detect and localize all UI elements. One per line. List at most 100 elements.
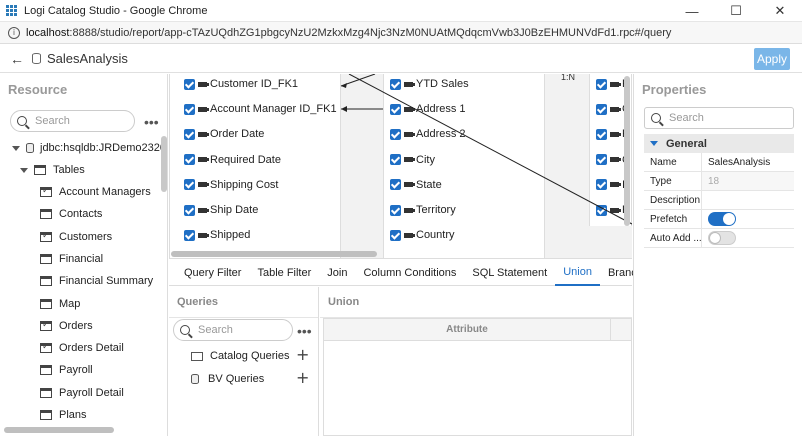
queries-search-input[interactable]: Search [173,319,293,341]
app-grid-icon [6,4,18,17]
collapse-caret-icon[interactable] [650,141,658,146]
key-icon [610,182,621,188]
name-value[interactable]: SalesAnalysis [708,156,771,168]
table-icon [40,298,52,309]
checkbox-checked[interactable] [596,179,607,191]
table-item[interactable]: Contacts [40,204,102,224]
queries-more-icon[interactable]: ••• [297,323,312,339]
checkbox-checked[interactable] [184,78,195,90]
checkbox-checked[interactable] [184,128,195,140]
field-row[interactable]: Shipping Cost [184,176,279,194]
checkbox-checked[interactable] [184,179,195,191]
field-row[interactable]: Address 1 [390,100,466,118]
resource-more-icon[interactable]: ••• [144,114,159,130]
table-item[interactable]: Payroll Detail [40,383,124,403]
checkbox-checked[interactable] [390,154,401,166]
resource-horizontal-scrollbar[interactable] [4,427,114,433]
property-row-name: Name SalesAnalysis [644,153,794,172]
tab-column-conditions[interactable]: Column Conditions [363,266,457,279]
field-row[interactable]: Country [390,226,455,244]
key-icon [404,207,415,213]
checkbox-checked[interactable] [390,179,401,191]
checkbox-checked[interactable] [596,128,607,140]
checkbox-checked[interactable] [184,154,195,166]
field-row[interactable]: Ship Date [184,201,258,219]
address-bar[interactable]: i localhost:8888/studio/report/app-cTAzU… [0,22,802,44]
checkbox-checked[interactable] [184,204,195,216]
checkbox-checked[interactable] [596,204,607,216]
field-row[interactable]: City [390,151,435,169]
table-item[interactable]: Customers [40,227,112,247]
key-icon [610,207,621,213]
checkbox-checked[interactable] [390,204,401,216]
checkbox-checked[interactable] [596,78,607,90]
general-group-header[interactable]: General [644,134,794,153]
checkbox-checked[interactable] [390,128,401,140]
close-button[interactable]: ✕ [774,3,786,18]
properties-title: Properties [642,82,707,97]
tab-join[interactable]: Join [327,266,348,279]
auto-add-toggle[interactable] [708,231,736,245]
properties-panel: Properties Search General Name SalesAnal… [633,74,802,436]
resource-vertical-scrollbar[interactable] [161,136,167,192]
field-row[interactable]: Order Date [184,125,264,143]
properties-search-input[interactable]: Search [644,107,794,129]
expand-caret-icon[interactable] [12,145,20,151]
tab-table-filter[interactable]: Table Filter [257,266,312,279]
field-row[interactable]: Shipped [184,226,250,244]
table-item[interactable]: Map [40,294,80,314]
expand-caret-icon[interactable] [20,167,28,173]
catalog-queries-item[interactable]: Catalog Queries [191,346,290,366]
tab-sql-statement[interactable]: SQL Statement [472,266,548,279]
tab-union[interactable]: Union [555,260,600,286]
checkbox-checked[interactable] [184,103,195,115]
bv-queries-item[interactable]: BV Queries [191,369,264,389]
url-text[interactable]: localhost:8888/studio/report/app-cTAzUQd… [26,26,672,39]
table-item[interactable]: Orders Detail [40,338,124,358]
checkbox-checked[interactable] [390,103,401,115]
back-arrow-icon[interactable]: ← [10,50,24,67]
field-row[interactable]: Account Manager ID_FK1 [184,100,337,118]
field-row[interactable]: Territory [390,201,456,219]
minimize-button[interactable]: — [685,3,699,19]
checkbox-checked[interactable] [596,154,607,166]
checkbox-checked[interactable] [596,103,607,115]
table-item[interactable]: Plans [40,405,87,425]
checkbox-checked[interactable] [184,229,195,241]
field-row[interactable]: State [390,176,442,194]
table-item[interactable]: Financial Summary [40,271,153,291]
checkbox-checked[interactable] [390,229,401,241]
queries-title: Queries [169,287,318,318]
field-row[interactable]: Customer ID_FK1 [184,75,298,93]
diagram-horizontal-scrollbar[interactable] [171,251,377,257]
apply-button[interactable]: Apply [754,48,790,70]
diagram-vertical-scrollbar[interactable] [624,76,630,226]
report-name: SalesAnalysis [47,51,128,66]
app-header: ← SalesAnalysis Apply [0,45,802,73]
key-icon [198,232,209,238]
tab-query-filter[interactable]: Query Filter [184,266,242,279]
tables-node[interactable]: Tables [20,160,85,180]
resource-title: Resource [8,82,68,97]
table-item[interactable]: Account Managers [40,182,151,202]
add-catalog-query-icon[interactable]: + [296,345,310,364]
maximize-button[interactable]: ☐ [730,3,742,18]
add-bv-query-icon[interactable]: + [296,368,310,387]
search-icon [651,113,661,123]
field-row[interactable]: Address 2 [390,125,466,143]
prefetch-toggle[interactable] [708,212,736,226]
resource-search-input[interactable]: Search [10,110,135,132]
field-row[interactable]: Required Date [184,151,281,169]
connection-node[interactable]: jdbc:hsqldb:JRDemo2320 [12,138,166,158]
table-item[interactable]: Orders [40,316,93,336]
field-row[interactable]: YTD Sales [390,75,469,93]
table-item[interactable]: Financial [40,249,103,269]
key-icon [404,182,415,188]
description-value[interactable] [702,191,794,209]
info-icon[interactable]: i [8,26,20,39]
checkbox-checked[interactable] [390,78,401,90]
table-item[interactable]: Payroll [40,360,93,380]
